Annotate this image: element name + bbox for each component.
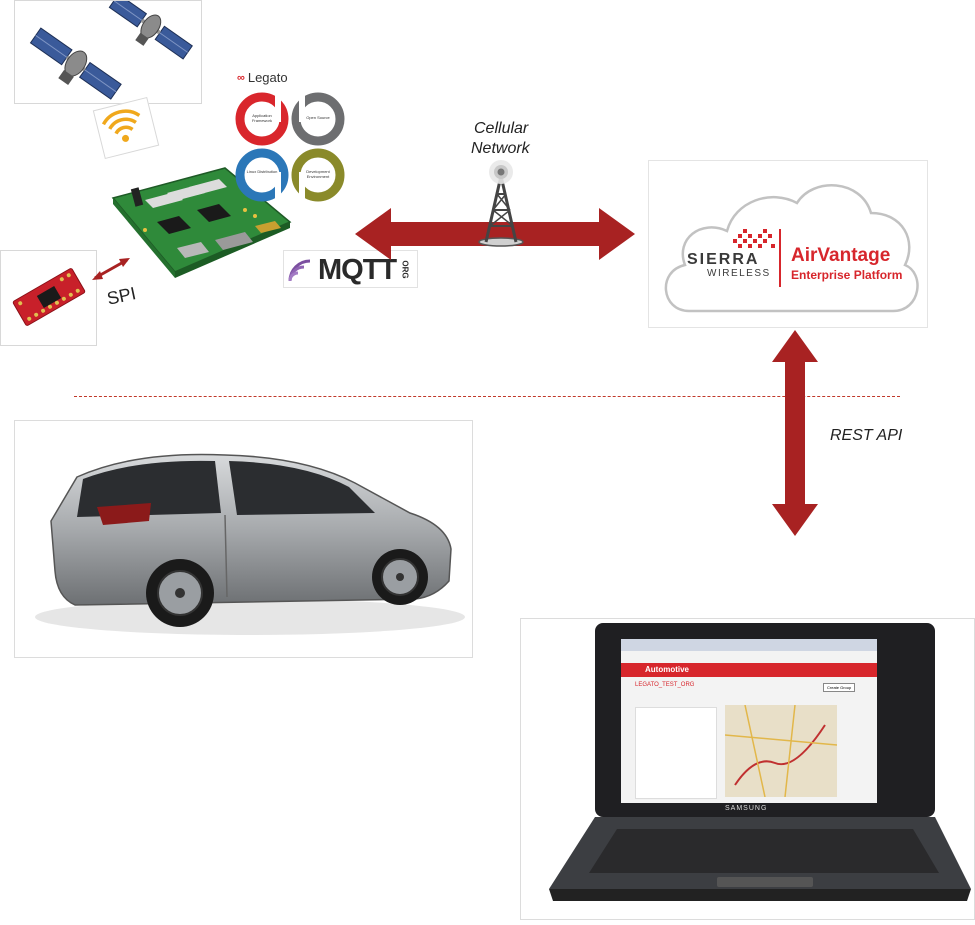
car-icon bbox=[35, 453, 465, 635]
wifi-icon bbox=[101, 109, 141, 142]
legato-quadrant-label: Development Environment bbox=[306, 169, 330, 179]
legato-quadrant-label: Application Framework bbox=[251, 113, 272, 123]
map-route-icon bbox=[724, 704, 838, 798]
map-panel bbox=[724, 704, 838, 798]
cellular-label-line1: Cellular bbox=[474, 120, 529, 137]
legato-logo: ∞ Legato Application Framework Open Sour… bbox=[235, 70, 347, 210]
laptop-image: Automotive LEGATO_TEST_ORG Create Group … bbox=[520, 618, 975, 920]
car-image bbox=[14, 420, 473, 658]
airvantage-name: AirVantage bbox=[791, 245, 891, 266]
app-title: Automotive bbox=[645, 665, 689, 674]
app-header-bar bbox=[621, 663, 877, 677]
cellular-double-arrow bbox=[355, 208, 635, 260]
mqtt-waves-icon bbox=[288, 259, 311, 282]
rest-api-label: REST API bbox=[830, 427, 903, 444]
wireless-name: WIRELESS bbox=[707, 268, 771, 279]
create-group-button[interactable]: Create Group bbox=[823, 683, 856, 692]
spi-arrow bbox=[92, 258, 130, 280]
mqtt-logo: MQTT ORG bbox=[283, 250, 418, 288]
legato-brand: Legato bbox=[247, 70, 288, 85]
divider-line bbox=[74, 396, 900, 397]
satellites-image bbox=[14, 0, 202, 104]
mqtt-text: MQTT bbox=[318, 254, 397, 286]
sensor-icon bbox=[12, 268, 86, 326]
legato-quadrants-icon bbox=[235, 92, 345, 204]
legato-mark-icon: ∞ bbox=[237, 71, 245, 84]
wifi-badge bbox=[92, 96, 160, 160]
browser-chrome bbox=[621, 639, 877, 651]
cell-tower-icon bbox=[478, 160, 524, 247]
laptop-screen: Automotive LEGATO_TEST_ORG Create Group bbox=[621, 639, 877, 803]
satellite-icon bbox=[29, 0, 193, 100]
org-name: LEGATO_TEST_ORG bbox=[635, 682, 695, 688]
cloud-icon bbox=[664, 184, 919, 313]
legato-quadrant-label: Open Source bbox=[306, 115, 330, 120]
airvantage-cloud-panel: SIERRA WIRELESS AirVantage Enterprise Pl… bbox=[648, 160, 928, 328]
sierra-name: SIERRA bbox=[687, 251, 760, 268]
laptop-brand: SAMSUNG bbox=[725, 805, 768, 812]
legato-quadrant-label: Linux Distribution bbox=[246, 169, 278, 174]
logo-divider bbox=[779, 229, 781, 287]
sierra-wireless-mark-icon bbox=[733, 229, 775, 248]
rest-api-double-arrow bbox=[772, 330, 818, 536]
date-list-panel bbox=[635, 707, 717, 799]
cellular-label-line2: Network bbox=[471, 140, 530, 157]
spi-label: SPI bbox=[105, 283, 138, 309]
sensor-board-image bbox=[0, 250, 97, 346]
enterprise-platform-label: Enterprise Platform bbox=[791, 268, 903, 282]
